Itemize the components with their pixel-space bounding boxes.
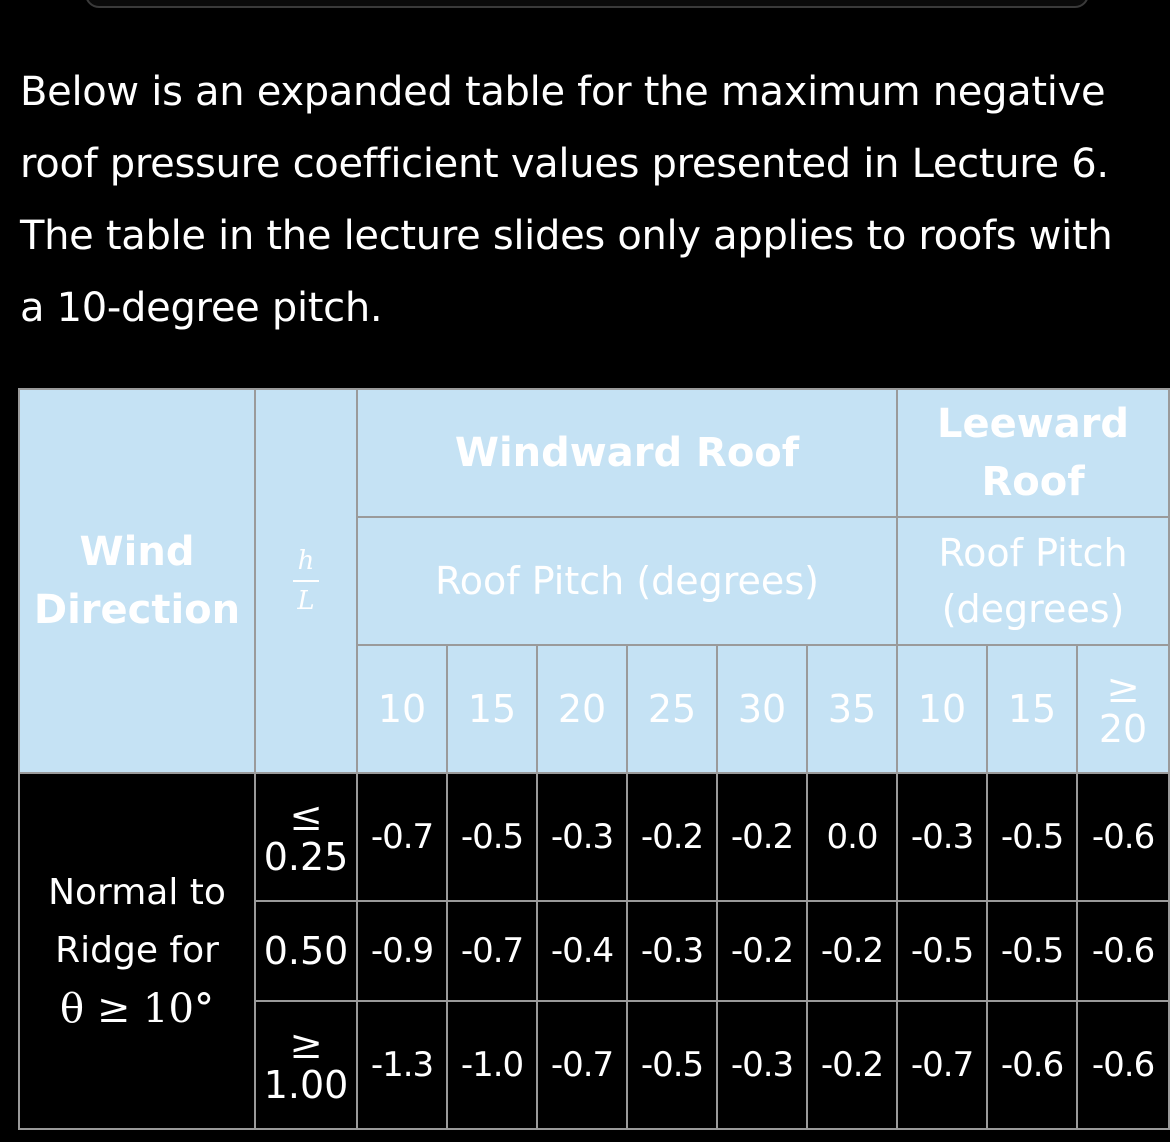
windward-pitch-label: Roof Pitch (degrees) xyxy=(355,516,899,646)
coefficient-cell: -0.5 xyxy=(626,1000,718,1130)
coefficient-cell: -0.2 xyxy=(805,900,899,1002)
coefficient-cell: -0.9 xyxy=(356,900,448,1002)
coefficient-cell: -0.7 xyxy=(446,900,538,1002)
pitch-header-cell: 10 xyxy=(356,644,448,774)
pitch-header-cell: 30 xyxy=(716,644,808,774)
coefficient-cell: -0.5 xyxy=(446,772,538,902)
pitch-header-cell: 15 xyxy=(446,644,538,774)
coefficient-cell: -0.7 xyxy=(356,772,448,902)
coefficient-cell: -0.6 xyxy=(1076,900,1170,1002)
coefficient-cell: -0.5 xyxy=(986,900,1079,1002)
coefficient-cell: -0.2 xyxy=(716,772,808,902)
coefficient-cell: -1.3 xyxy=(356,1000,448,1130)
coefficient-cell: -0.7 xyxy=(896,1000,989,1130)
pitch-header-cell-last: ≥20 xyxy=(1076,644,1170,774)
pitch-header-cell: 10 xyxy=(896,644,989,774)
hl-cell-row-2: 0.50 xyxy=(254,900,358,1002)
top-panel-edge xyxy=(85,0,1089,8)
coefficient-cell: -0.3 xyxy=(896,772,989,902)
leeward-pitch-label: Roof Pitch (degrees) xyxy=(896,516,1170,646)
coefficient-cell: -0.5 xyxy=(896,900,989,1002)
pressure-coefficient-table: Wind Direction h L Windward Roof Leeward… xyxy=(18,388,1170,1130)
pitch-header-cell: 20 xyxy=(536,644,628,774)
pitch-header-cell: 25 xyxy=(626,644,718,774)
coefficient-cell: -0.4 xyxy=(536,900,628,1002)
row-label-normal-to-ridge: Normal to Ridge for θ ≥ 10° xyxy=(18,772,256,1130)
coefficient-cell: -0.3 xyxy=(536,772,628,902)
coefficient-cell: -0.2 xyxy=(716,900,808,1002)
coefficient-cell: -0.6 xyxy=(986,1000,1079,1130)
pitch-header-cell: 35 xyxy=(805,644,899,774)
windward-roof-header: Windward Roof xyxy=(355,388,899,518)
coefficient-cell: -0.3 xyxy=(716,1000,808,1130)
hl-cell-row-1: ≤ 0.25 xyxy=(254,772,358,902)
wind-direction-header: Wind Direction xyxy=(18,388,256,774)
coefficient-cell: -1.0 xyxy=(446,1000,538,1130)
hl-cell-row-3: ≥ 1.00 xyxy=(254,1000,358,1130)
intro-paragraph: Below is an expanded table for the maxim… xyxy=(20,69,1113,331)
coefficient-cell: -0.7 xyxy=(536,1000,628,1130)
coefficient-cell: -0.3 xyxy=(626,900,718,1002)
coefficient-cell: -0.2 xyxy=(626,772,718,902)
h-over-l-header: h L xyxy=(254,388,358,774)
leeward-roof-header: Leeward Roof xyxy=(896,388,1170,518)
coefficient-cell: -0.5 xyxy=(986,772,1079,902)
coefficient-cell: -0.6 xyxy=(1076,772,1170,902)
coefficient-cell: -0.2 xyxy=(805,1000,899,1130)
coefficient-cell: 0.0 xyxy=(805,772,899,902)
coefficient-cell: -0.6 xyxy=(1076,1000,1170,1130)
pitch-header-cell: 15 xyxy=(986,644,1079,774)
